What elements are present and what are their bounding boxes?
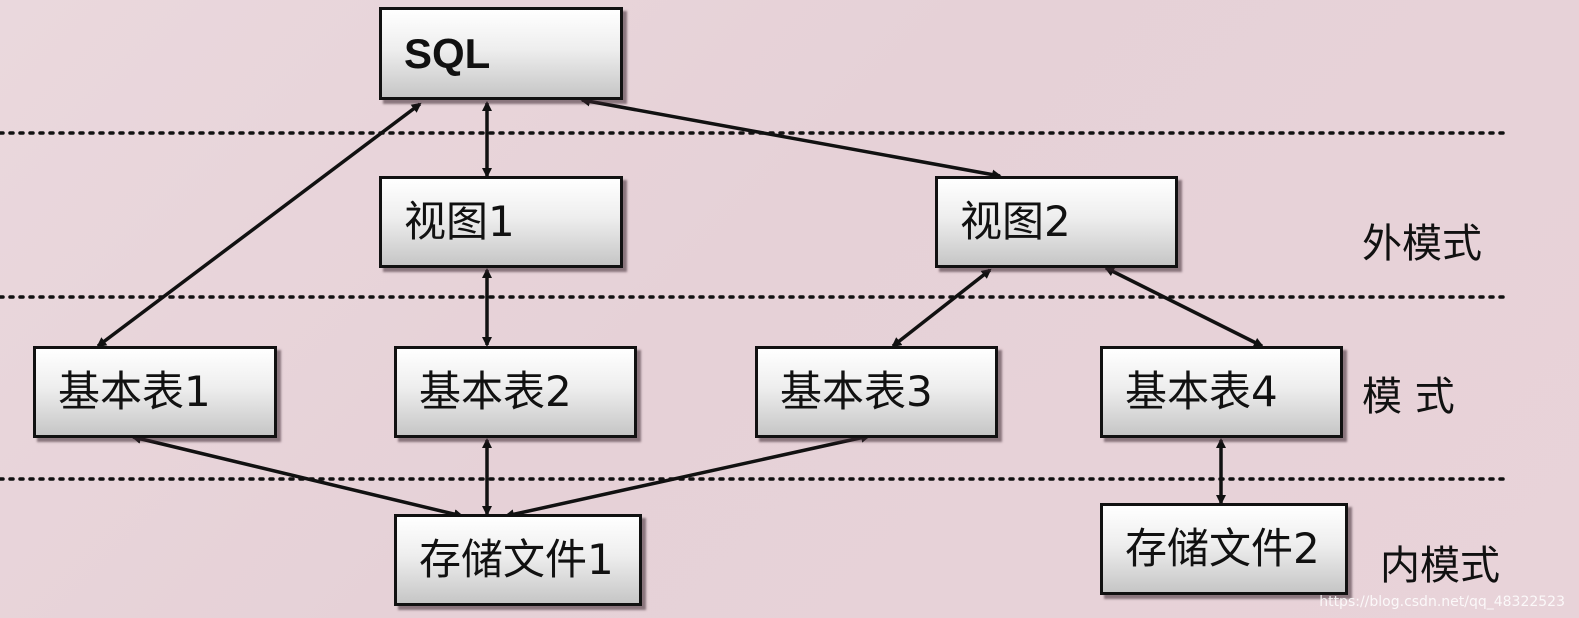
table1-label: 基本表1 — [58, 367, 211, 416]
file2-label: 存储文件2 — [1125, 524, 1320, 573]
table2-box: 基本表2 — [394, 346, 637, 438]
arrow-sql-view2 — [580, 96, 1002, 180]
sql-label: SQL — [404, 29, 491, 77]
table3-label: 基本表3 — [780, 367, 933, 416]
arrow-table1-file1 — [131, 434, 464, 519]
view2-box: 视图2 — [935, 176, 1178, 268]
view2-label: 视图2 — [960, 197, 1071, 246]
table4-label: 基本表4 — [1125, 367, 1278, 416]
file2-box: 存储文件2 — [1100, 503, 1348, 595]
view1-box: 视图1 — [379, 176, 623, 268]
table2-label: 基本表2 — [419, 367, 572, 416]
file1-label: 存储文件1 — [419, 535, 614, 584]
layer-label-conceptual: 模 式 — [1362, 374, 1455, 420]
sql-box: SQL — [379, 7, 623, 100]
arrow-view2-table3 — [891, 268, 992, 348]
file1-box: 存储文件1 — [394, 514, 642, 606]
layer-label-external: 外模式 — [1362, 221, 1482, 267]
arrow-view2-table4 — [1104, 266, 1264, 348]
table4-box: 基本表4 — [1100, 346, 1343, 438]
table1-box: 基本表1 — [33, 346, 277, 438]
table3-box: 基本表3 — [755, 346, 998, 438]
arrow-table3-file1 — [504, 432, 871, 520]
arrow-sql-table1 — [96, 102, 422, 348]
layer-label-internal: 内模式 — [1380, 543, 1500, 589]
view1-label: 视图1 — [404, 197, 515, 246]
watermark-url: https://blog.csdn.net/qq_48322523 — [1319, 594, 1565, 610]
